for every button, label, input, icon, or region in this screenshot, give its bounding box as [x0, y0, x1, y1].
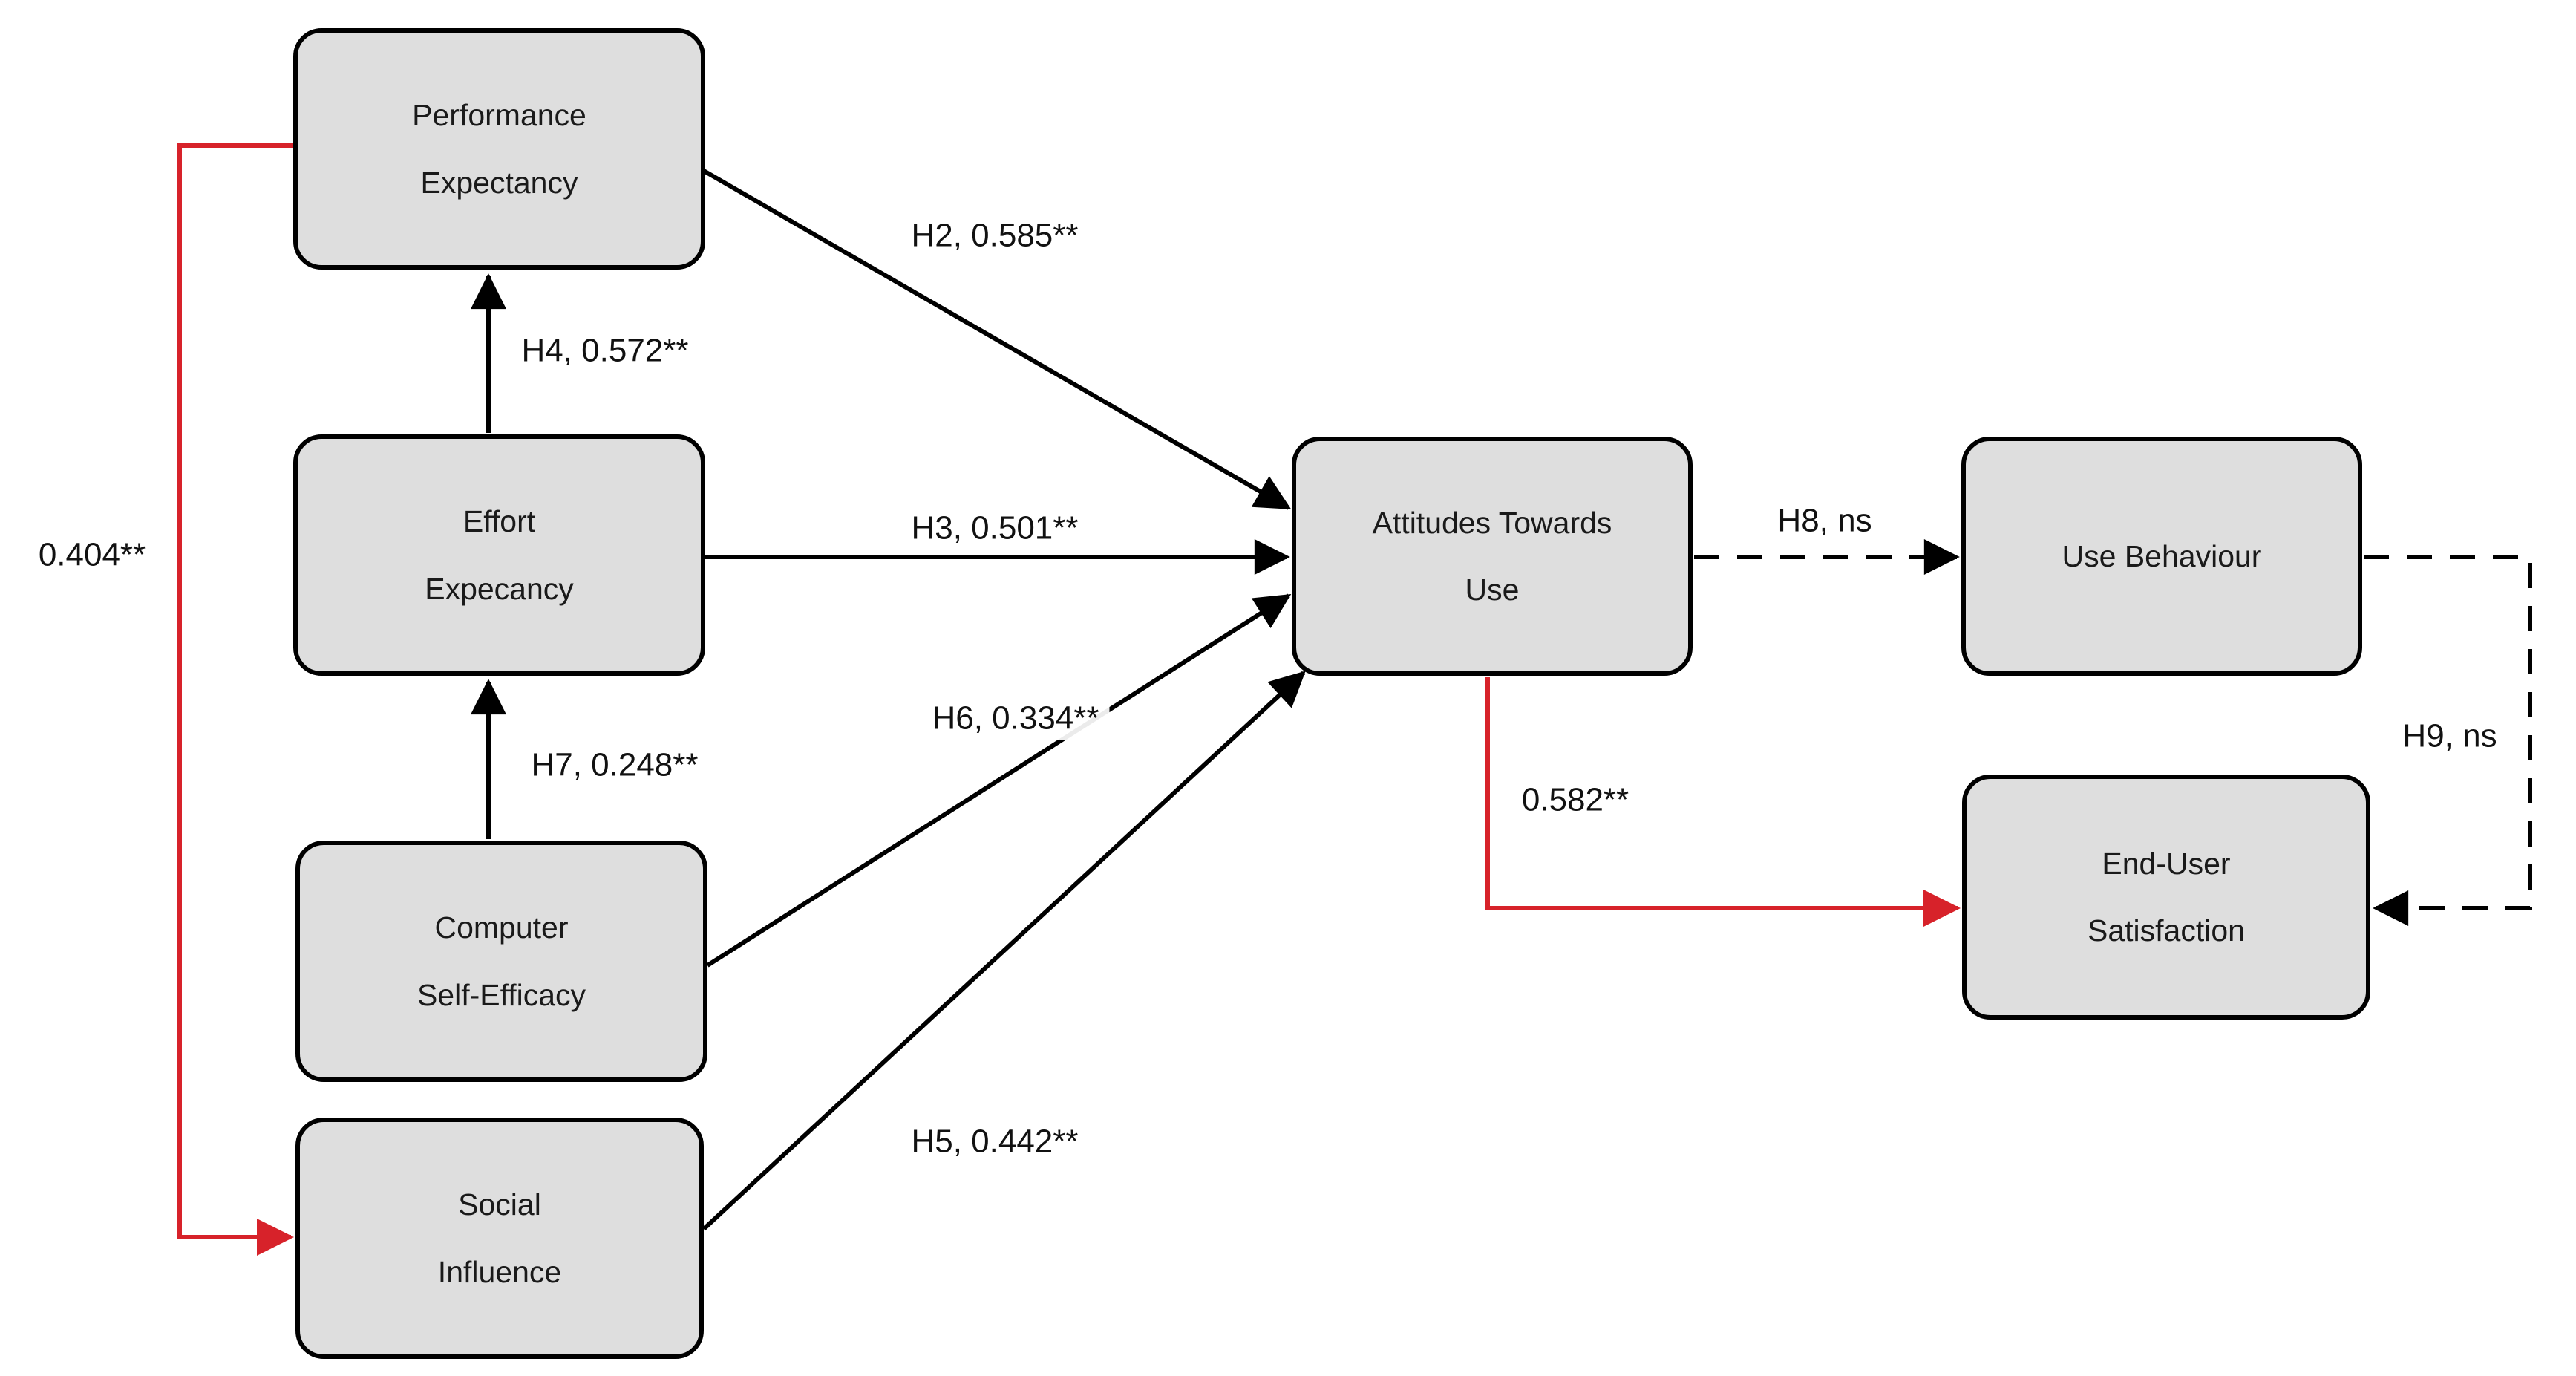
edge-label-pe-si: 0.404**	[27, 534, 157, 577]
node-label: Expecancy	[425, 571, 574, 606]
edge-label-h9: H9, ns	[2392, 715, 2508, 758]
node-label: Satisfaction	[2088, 913, 2245, 948]
node-end-user-satisfaction: End-User Satisfaction	[1962, 775, 2370, 1020]
edge-label-h8: H8, ns	[1767, 500, 1883, 543]
node-label: Self-Efficacy	[416, 977, 586, 1012]
node-label: Use Behaviour	[2062, 538, 2262, 573]
edge-label-h4: H4, 0.572**	[511, 330, 699, 373]
edge-h5-arrow	[702, 671, 1306, 1231]
node-performance-expectancy: Performance Expectancy	[293, 28, 705, 270]
node-use-behaviour: Use Behaviour	[1961, 437, 2362, 676]
node-attitudes-towards-use: Attitudes Towards Use	[1292, 437, 1693, 676]
node-label: Performance	[412, 98, 586, 133]
edge-label-h2: H2, 0.585**	[900, 215, 1089, 258]
edge-label-atu-eus: 0.582**	[1511, 779, 1640, 822]
edge-pe-si-arrow	[177, 143, 295, 1256]
node-effort-expecancy: Effort Expecancy	[293, 434, 705, 676]
edge-label-h7: H7, 0.248**	[520, 744, 709, 787]
node-label: Use	[1465, 573, 1520, 607]
edge-atu-eus-arrow	[1485, 677, 1961, 927]
node-label: Computer	[434, 910, 569, 945]
node-social-influence: Social Influence	[295, 1118, 704, 1359]
edge-label-h6: H6, 0.334**	[921, 697, 1110, 740]
node-label: Influence	[437, 1254, 562, 1289]
node-label: Social	[458, 1187, 541, 1222]
node-label: Attitudes Towards	[1372, 505, 1612, 540]
node-computer-self-efficacy: Computer Self-Efficacy	[295, 841, 707, 1082]
node-label: Effort	[462, 504, 536, 539]
node-label: End-User	[2102, 846, 2231, 881]
node-label: Expectancy	[420, 165, 578, 200]
edge-label-h5: H5, 0.442**	[900, 1121, 1089, 1164]
edge-label-h3: H3, 0.501**	[900, 507, 1089, 550]
edge-h6-arrow	[706, 593, 1292, 968]
edge-h2-arrow	[702, 169, 1292, 510]
